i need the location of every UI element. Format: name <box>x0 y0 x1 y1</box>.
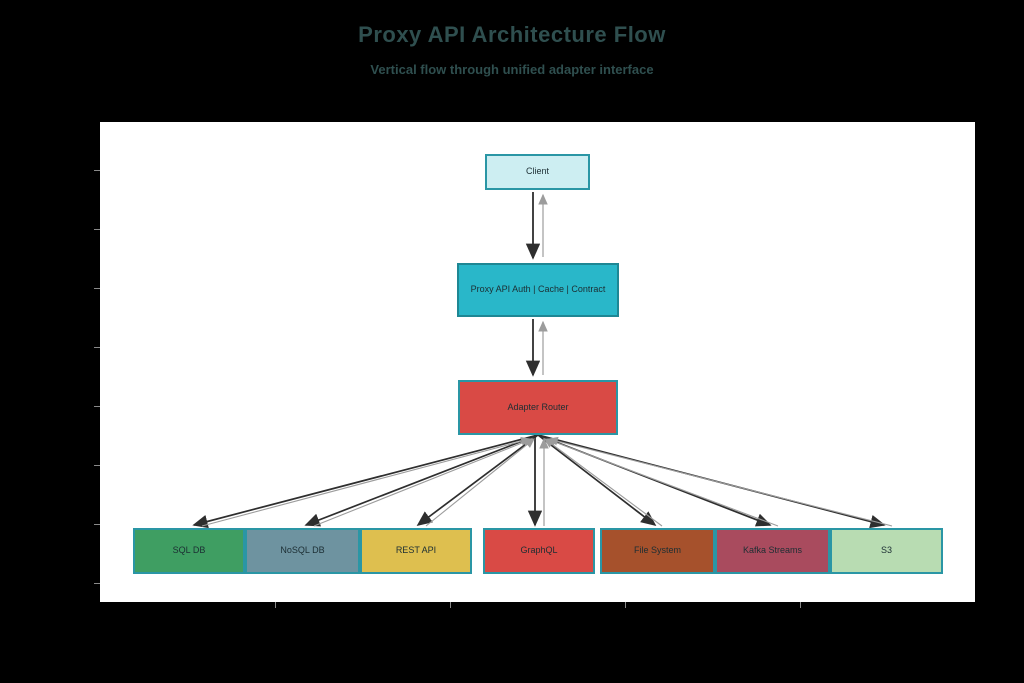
node-graphql-label: GraphQL <box>520 545 558 556</box>
node-graphql: GraphQL <box>483 528 595 574</box>
x-axis-tick <box>275 602 276 608</box>
plot-area: Client Proxy API Auth | Cache | Contract… <box>100 122 975 602</box>
node-file-system: File System <box>600 528 715 574</box>
y-axis-tick <box>94 583 100 584</box>
node-adapter-router-label: Adapter Router <box>507 401 569 412</box>
y-axis-tick <box>94 347 100 348</box>
node-kafka-streams: Kafka Streams <box>715 528 830 574</box>
node-kafka-streams-label: Kafka Streams <box>742 545 803 556</box>
node-s3-label: S3 <box>880 545 892 556</box>
node-sql-db-label: SQL DB <box>172 545 206 556</box>
y-axis-tick <box>94 524 100 525</box>
diagram-subtitle: Vertical flow through unified adapter in… <box>370 62 654 77</box>
flow-arrows <box>192 192 893 529</box>
node-rest-api-label: REST API <box>395 545 437 556</box>
x-axis-tick <box>800 602 801 608</box>
x-axis-tick <box>450 602 451 608</box>
node-s3: S3 <box>830 528 943 574</box>
x-axis-tick <box>625 602 626 608</box>
diagram-title: Proxy API Architecture Flow <box>358 22 666 47</box>
node-proxy-api: Proxy API Auth | Cache | Contract <box>457 263 619 317</box>
y-axis-tick <box>94 465 100 466</box>
node-client-label: Client <box>525 166 549 177</box>
node-sql-db: SQL DB <box>133 528 245 574</box>
node-nosql-db-label: NoSQL DB <box>280 545 325 556</box>
node-rest-api: REST API <box>360 528 472 574</box>
node-file-system-label: File System <box>633 545 681 556</box>
node-proxy-api-label: Proxy API Auth | Cache | Contract <box>470 284 606 295</box>
y-axis-tick <box>94 170 100 171</box>
node-client: Client <box>485 154 590 190</box>
node-nosql-db: NoSQL DB <box>245 528 360 574</box>
y-axis-tick <box>94 406 100 407</box>
node-adapter-router: Adapter Router <box>458 380 618 435</box>
y-axis-tick <box>94 288 100 289</box>
y-axis-tick <box>94 229 100 230</box>
